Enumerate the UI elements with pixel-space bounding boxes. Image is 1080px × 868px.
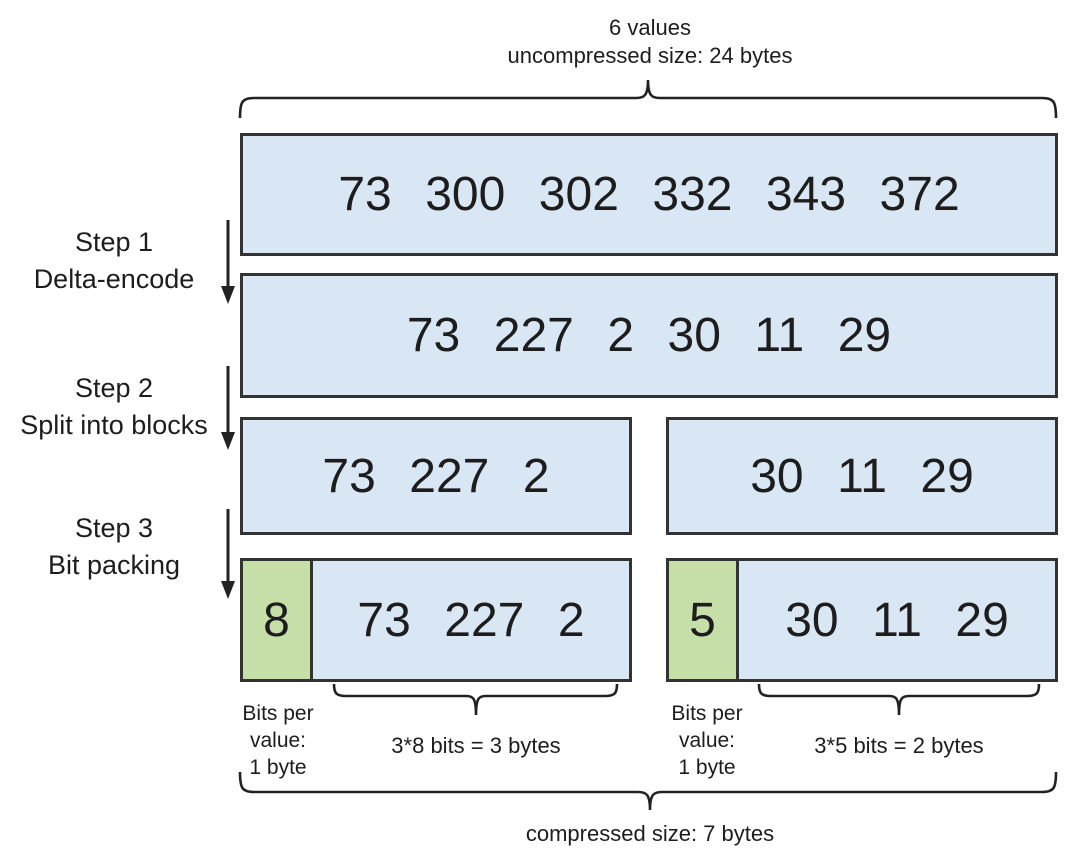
step3-title: Step 3 bbox=[74, 513, 154, 543]
block2-values-text: 30 11 29 bbox=[750, 449, 974, 503]
bits-label2-line2: value: bbox=[678, 729, 736, 752]
block1-box: 73 227 2 bbox=[240, 417, 632, 535]
compressed-size-label: compressed size: 7 bytes bbox=[525, 821, 775, 846]
delta-values-box: 73 227 2 30 11 29 bbox=[240, 273, 1058, 398]
packed1-underbrace bbox=[332, 683, 619, 716]
bits-label1-line1: Bits per bbox=[242, 702, 314, 725]
delta-values-text: 73 227 2 30 11 29 bbox=[406, 309, 892, 362]
arrow-down-icon bbox=[221, 220, 235, 304]
bottom-brace bbox=[238, 771, 1058, 811]
packed-block2-values-text: 30 11 29 bbox=[785, 593, 1009, 647]
bits-label1-line2: value: bbox=[249, 729, 307, 752]
bits-label2-line1: Bits per bbox=[671, 702, 743, 725]
uncompressed-count-line: 6 values bbox=[609, 15, 691, 40]
block1-values-text: 73 227 2 bbox=[322, 449, 550, 503]
packed-block2-box: 5 30 11 29 bbox=[666, 558, 1058, 682]
step1-title: Step 1 bbox=[74, 227, 154, 257]
packed-block1-values: 73 227 2 bbox=[313, 593, 629, 648]
step2-label: Step 2 Split into blocks bbox=[8, 370, 220, 444]
step3-subtitle: Bit packing bbox=[47, 550, 181, 580]
arrow-down-icon bbox=[221, 366, 235, 450]
packed-block2-values: 30 11 29 bbox=[739, 593, 1055, 648]
original-values-text: 73 300 302 332 343 372 bbox=[338, 168, 960, 221]
packed1-size-label: 3*8 bits = 3 bytes bbox=[391, 733, 561, 758]
bits-label2-line3: 1 byte bbox=[678, 756, 736, 779]
step1-subtitle: Delta-encode bbox=[33, 264, 195, 294]
step2-subtitle: Split into blocks bbox=[20, 410, 208, 440]
uncompressed-bytes-line: uncompressed size: 24 bytes bbox=[507, 43, 793, 68]
step2-title: Step 2 bbox=[74, 373, 154, 403]
packed2-size-label: 3*5 bits = 2 bytes bbox=[814, 733, 984, 758]
original-values-box: 73 300 302 332 343 372 bbox=[240, 133, 1058, 256]
uncompressed-size-label: 6 values uncompressed size: 24 bytes bbox=[250, 14, 1050, 70]
packed-block1-values-text: 73 227 2 bbox=[357, 593, 585, 647]
bits-per-value-label1: Bits per value: 1 byte bbox=[234, 700, 322, 781]
top-brace bbox=[238, 79, 1058, 119]
bits-per-value-cell: 8 bbox=[243, 561, 313, 679]
step1-label: Step 1 Delta-encode bbox=[8, 224, 220, 298]
packed-block1-box: 8 73 227 2 bbox=[240, 558, 632, 682]
block2-box: 30 11 29 bbox=[666, 417, 1058, 535]
bits-label1-line3: 1 byte bbox=[249, 756, 307, 779]
packed2-underbrace bbox=[757, 683, 1041, 716]
bits-per-value-cell: 5 bbox=[669, 561, 739, 679]
arrow-down-icon bbox=[221, 509, 235, 599]
step3-label: Step 3 Bit packing bbox=[8, 510, 220, 584]
bits-per-value-label2: Bits per value: 1 byte bbox=[663, 700, 751, 781]
